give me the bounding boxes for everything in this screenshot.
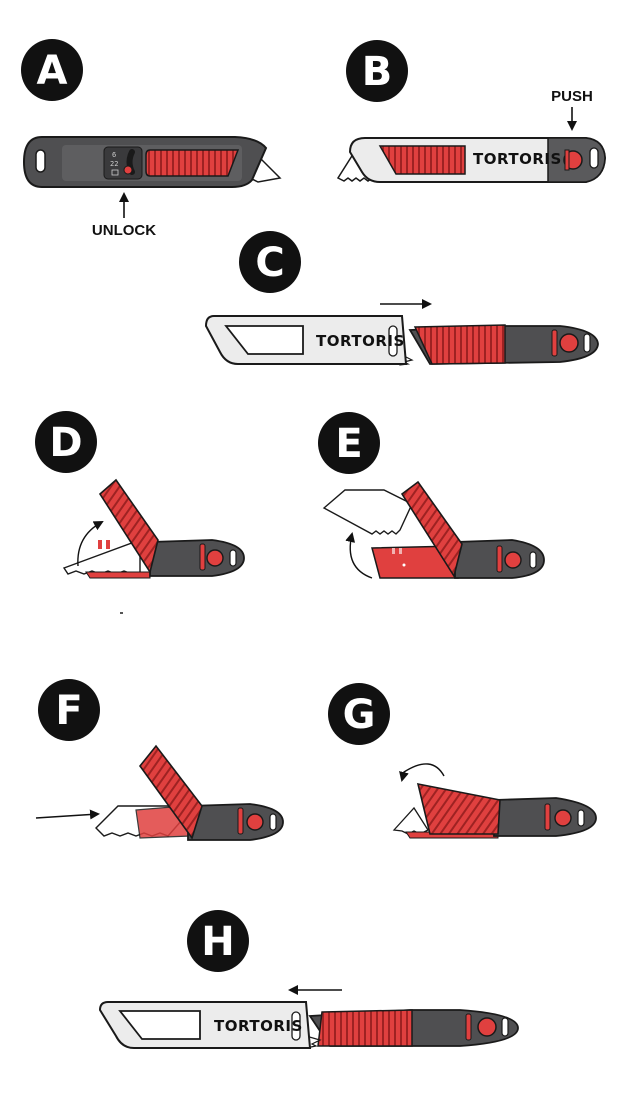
step-e: E — [318, 412, 545, 579]
step-d-badge-label: D — [49, 420, 82, 466]
push-label: PUSH — [551, 88, 593, 105]
step-b-badge: B — [346, 40, 408, 102]
step-a-badge-label: A — [37, 48, 68, 94]
step-c: C TORTORIS — [204, 231, 599, 366]
arrow-right-icon — [35, 809, 100, 820]
step-b: B PUSH TORTORIS — [336, 40, 607, 183]
curved-arrow-icon — [345, 532, 373, 579]
step-a: A 6 22 UNLOCK — [21, 39, 282, 239]
step-f-badge: F — [38, 679, 100, 741]
detached-blade — [322, 489, 413, 535]
curved-arrow-icon — [399, 763, 445, 782]
step-b-badge-label: B — [362, 49, 393, 95]
step-d-badge: D — [35, 411, 97, 473]
brand-logo: TORTORIS — [473, 150, 562, 168]
knife-a-illustration: 6 22 — [22, 136, 282, 188]
knife-d-illustration — [62, 478, 245, 579]
lock-mark-6: 6 — [112, 151, 116, 159]
step-a-badge: A — [21, 39, 83, 101]
unlock-label: UNLOCK — [92, 222, 156, 239]
step-d: D — [35, 411, 245, 614]
step-e-badge-label: E — [335, 421, 362, 467]
knife-b-illustration: TORTORIS — [336, 137, 607, 183]
lock-icon — [111, 169, 119, 176]
knife-g-illustration — [392, 782, 597, 839]
step-g-badge-label: G — [343, 692, 376, 738]
step-h-badge: H — [187, 910, 249, 972]
curved-arrow-icon — [77, 521, 104, 567]
step-e-badge: E — [318, 412, 380, 474]
knife-h-illustration: TORTORIS — [98, 1001, 519, 1049]
lock-mark-22: 22 — [110, 160, 118, 168]
knife-c-illustration: TORTORIS — [204, 315, 599, 366]
step-f: F — [35, 679, 284, 841]
knife-e-illustration — [322, 480, 545, 579]
brand-logo: TORTORIS — [316, 332, 405, 350]
step-h-badge-label: H — [201, 919, 234, 965]
step-h: H TORTORIS — [98, 910, 519, 1049]
knife-f-illustration — [95, 744, 284, 841]
brand-logo: TORTORIS — [214, 1017, 303, 1035]
step-g-badge: G — [328, 683, 390, 745]
step-f-badge-label: F — [55, 688, 82, 734]
step-c-badge-label: C — [255, 240, 284, 286]
step-g: G — [328, 683, 597, 839]
step-c-badge: C — [239, 231, 301, 293]
